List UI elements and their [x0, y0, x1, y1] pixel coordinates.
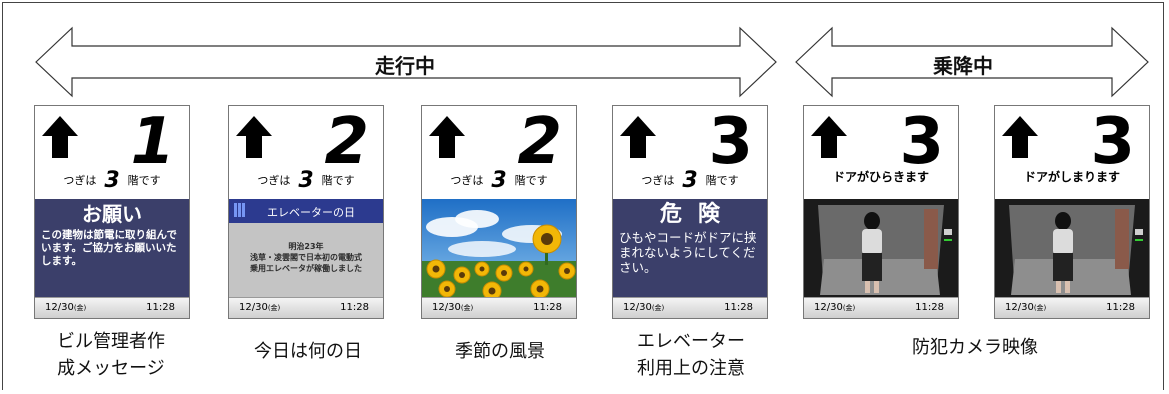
boarding-double-arrow: [795, 26, 1149, 98]
today-line-1: 明治23年: [288, 242, 324, 251]
time-label: 11:28: [340, 302, 369, 313]
current-floor: 3: [1090, 105, 1135, 179]
floor-indicator: 2 つぎは 3 階です: [229, 106, 383, 199]
scenery-image: [422, 199, 576, 299]
time-label: 11:28: [533, 302, 562, 313]
next-prefix: つぎは: [257, 174, 291, 187]
floor-indicator: 3 ドアがしまります: [995, 106, 1149, 199]
today-header: エレベーターの日: [229, 199, 383, 223]
sunflower-field-picture: [422, 199, 576, 299]
time-label: 11:28: [1106, 302, 1135, 313]
camera-feed: [995, 199, 1149, 299]
diagram-frame: [2, 2, 1164, 390]
up-arrow-icon: [811, 116, 847, 158]
next-floor: 3: [491, 168, 507, 193]
caption-building-message: ビル管理者作 成メッセージ: [57, 331, 165, 379]
next-suffix: 階です: [127, 174, 161, 187]
next-floor: 3: [104, 168, 120, 193]
floor-indicator: 2 つぎは 3 階です: [422, 106, 576, 199]
status-bar: 12/30(金) 11:28: [804, 297, 958, 318]
up-arrow-icon: [236, 116, 272, 158]
current-floor: 1: [130, 105, 175, 179]
status-bar: 12/30(金) 11:28: [229, 297, 383, 318]
today-body: 明治23年 浅草・凌雲閣で日本初の電動式 乗用エレベータが稼働しました: [229, 223, 383, 299]
screen-seasonal-scenery: 2 つぎは 3 階です: [421, 105, 577, 319]
next-floor-row: つぎは 3 階です: [35, 168, 189, 193]
current-floor: 2: [517, 105, 562, 179]
arrows-layer: [35, 26, 1149, 98]
date-label: 12/30(金): [814, 302, 856, 313]
status-bar: 12/30(金) 11:28: [613, 297, 767, 318]
next-suffix: 階です: [705, 174, 739, 187]
up-arrow-icon: [429, 116, 465, 158]
next-prefix: つぎは: [450, 174, 484, 187]
today-line-3: 乗用エレベータが稼働しました: [250, 264, 362, 273]
camera-feed: [804, 199, 958, 299]
running-double-arrow: [35, 26, 777, 98]
status-bar: 12/30(金) 11:28: [35, 297, 189, 318]
danger-body: ひもやコードがドアに挟まれないようにしてください。: [619, 230, 757, 275]
screen-building-message: 1 つぎは 3 階です お願い この建物は節電に取り組んでいます。ご協力をお願いいた…: [34, 105, 190, 319]
caption-security-camera: 防犯カメラ映像: [912, 337, 1038, 358]
notice-panel: お願い この建物は節電に取り組んでいます。ご協力をお願いいたします。: [35, 199, 189, 299]
danger-panel: 危険 ひもやコードがドアに挟まれないようにしてください。: [613, 199, 767, 299]
today-heading: エレベーターの日: [267, 206, 355, 219]
caption-seasonal-scenery: 季節の風景: [455, 341, 545, 362]
up-arrow-icon: [42, 116, 78, 158]
up-arrow-icon: [620, 116, 656, 158]
today-line-2: 浅草・凌雲閣で日本初の電動式: [250, 253, 362, 262]
current-floor: 2: [324, 105, 369, 179]
current-floor: 3: [899, 105, 944, 179]
security-camera-picture: [804, 199, 958, 299]
time-label: 11:28: [915, 302, 944, 313]
calendar-icon: [234, 203, 246, 217]
security-camera-picture: [995, 199, 1149, 299]
time-label: 11:28: [724, 302, 753, 313]
next-floor: 3: [682, 168, 698, 193]
date-label: 12/30(金): [45, 302, 87, 313]
next-prefix: つぎは: [641, 174, 675, 187]
date-label: 12/30(金): [239, 302, 281, 313]
caption-usage-caution: エレベーター 利用上の注意: [637, 331, 745, 379]
notice-title: お願い: [82, 202, 142, 226]
danger-title: 危険: [659, 202, 736, 227]
date-label: 12/30(金): [623, 302, 665, 313]
screen-today-in-history: 2 つぎは 3 階です エレベーターの日 明治23年 浅草・凌雲閣で日本初の電動式 …: [228, 105, 384, 319]
date-label: 12/30(金): [1005, 302, 1047, 313]
screen-camera-door-closing: 3 ドアがしまります 12/30(金) 11:28: [994, 105, 1150, 319]
running-label: 走行中: [375, 54, 435, 78]
floor-indicator: 1 つぎは 3 階です: [35, 106, 189, 199]
next-floor-row: つぎは 3 階です: [613, 168, 767, 193]
notice-body: この建物は節電に取り組んでいます。ご協力をお願いいたします。: [41, 229, 177, 267]
up-arrow-icon: [1002, 116, 1038, 158]
time-label: 11:28: [146, 302, 175, 313]
status-bar: 12/30(金) 11:28: [422, 297, 576, 318]
next-floor: 3: [298, 168, 314, 193]
boarding-label: 乗降中: [933, 54, 993, 78]
screen-camera-door-opening: 3 ドアがひらきます 12/30(金) 11:28: [803, 105, 959, 319]
door-status: ドアがしまります: [1023, 170, 1120, 184]
caption-today-in-history: 今日は何の日: [254, 341, 362, 362]
next-floor-row: つぎは 3 階です: [422, 168, 576, 193]
next-floor-row: つぎは 3 階です: [229, 168, 383, 193]
door-status: ドアがひらきます: [832, 170, 929, 184]
floor-indicator: 3 ドアがひらきます: [804, 106, 958, 199]
status-bar: 12/30(金) 11:28: [995, 297, 1149, 318]
next-prefix: つぎは: [63, 174, 97, 187]
next-suffix: 階です: [321, 174, 355, 187]
date-label: 12/30(金): [432, 302, 474, 313]
current-floor: 3: [708, 105, 753, 179]
today-panel: エレベーターの日 明治23年 浅草・凌雲閣で日本初の電動式 乗用エレベータが稼働…: [229, 199, 383, 299]
next-suffix: 階です: [514, 174, 548, 187]
